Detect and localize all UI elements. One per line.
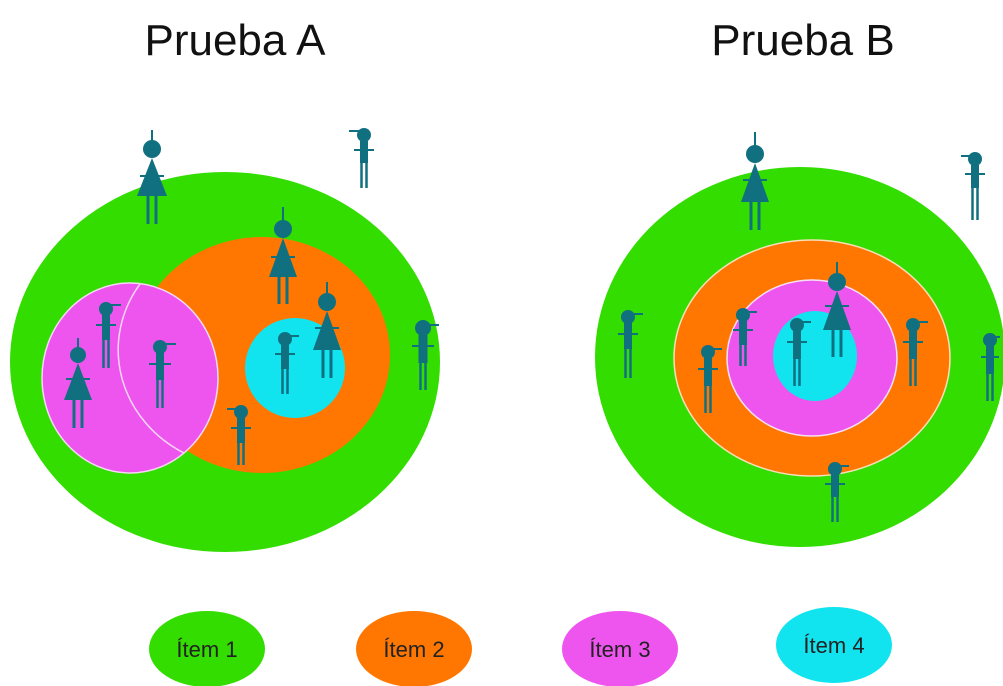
male-figure — [981, 333, 1000, 401]
female-figure — [64, 338, 92, 428]
set-item2-item3-arc-a — [117, 283, 185, 454]
male-figure — [149, 340, 176, 408]
legend-swatch-item1 — [149, 611, 265, 686]
male-figure — [96, 302, 121, 368]
male-figure — [618, 310, 643, 378]
female-figure — [741, 132, 769, 230]
legend-item-1: Ítem 1 — [149, 611, 265, 686]
legend-swatch-item3 — [562, 611, 678, 686]
legend-item-4: Ítem 4 — [776, 607, 892, 683]
legend-swatch-item4 — [776, 607, 892, 683]
legend-item-2: Ítem 2 — [356, 611, 472, 686]
legend-label-item1: Ítem 1 — [176, 637, 237, 662]
figures-panel-b — [618, 132, 1000, 522]
male-figure — [733, 308, 757, 366]
legend: Ítem 1 Ítem 2 Ítem 3 Ítem 4 — [149, 607, 892, 686]
male-figure — [275, 332, 299, 394]
male-figure — [787, 318, 811, 386]
female-figure — [313, 282, 341, 378]
male-figure — [961, 152, 985, 220]
panel-title-a: Prueba A — [144, 16, 326, 65]
legend-item-3: Ítem 3 — [562, 611, 678, 686]
male-figure — [825, 462, 849, 522]
male-figure — [349, 128, 374, 188]
panel-title-b: Prueba B — [711, 16, 894, 65]
set-item3-a — [41, 282, 219, 474]
female-figure — [269, 207, 297, 304]
male-figure — [227, 405, 251, 465]
male-figure — [412, 320, 439, 390]
figures-panel-a — [64, 128, 439, 465]
male-figure — [698, 345, 722, 413]
legend-swatch-item2 — [356, 611, 472, 686]
legend-label-item3: Ítem 3 — [589, 637, 650, 662]
legend-label-item2: Ítem 2 — [383, 637, 444, 662]
legend-label-item4: Ítem 4 — [803, 633, 864, 658]
female-figure — [137, 130, 167, 224]
female-figure — [823, 262, 851, 357]
male-figure — [903, 318, 928, 386]
